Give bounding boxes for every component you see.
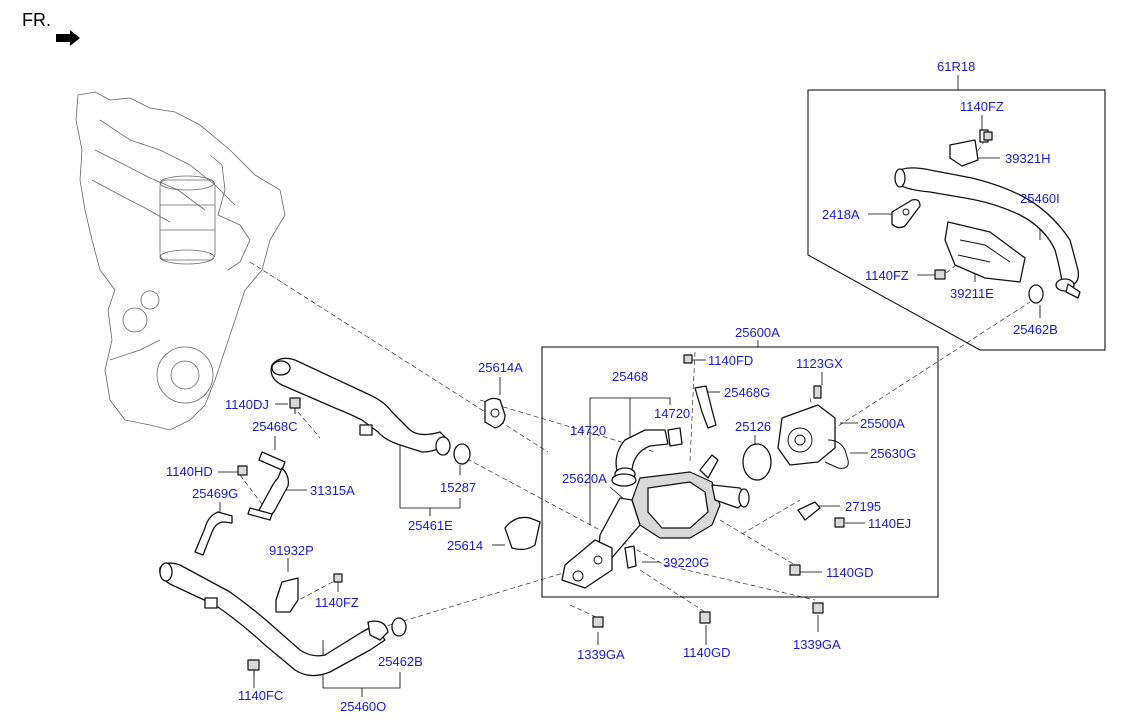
callout-1140dj: 1140DJ	[225, 397, 269, 412]
bolt-1140fz-low	[333, 573, 343, 583]
bolt-1140fc	[247, 659, 260, 676]
callout-25462b-top: 25462B	[1013, 322, 1058, 337]
oring-25462b-low	[391, 617, 407, 637]
engine-block-outline	[75, 91, 286, 431]
oring-15287	[453, 443, 471, 465]
callout-25468c: 25468C	[252, 419, 298, 434]
callout-25468: 25468	[612, 369, 648, 384]
callout-39211e: 39211E	[950, 286, 994, 301]
callout-25469g: 25469G	[192, 486, 238, 501]
callout-25461e: 25461E	[408, 518, 453, 533]
bolt-1140dj	[289, 397, 301, 414]
assembly-boxes	[541, 89, 1106, 598]
gasket-25614a	[484, 397, 506, 429]
callout-25460i: 25460I	[1020, 191, 1060, 206]
callout-1140fd: 1140FD	[708, 353, 753, 368]
pipe-25460o	[159, 562, 389, 677]
callout-1140ej: 1140EJ	[868, 516, 911, 531]
callout-1140hd: 1140HD	[166, 464, 213, 479]
clip-91932p	[275, 577, 299, 613]
callout-14720-left: 14720	[570, 423, 606, 438]
pipe-25461e	[270, 357, 451, 456]
part-callouts: 61R18 1140FZ 39321H 2418A 25460I 1140FZ …	[166, 59, 1060, 714]
callout-25460o: 25460O	[340, 699, 386, 714]
bolt-1140gd-right	[789, 564, 801, 576]
callout-15287: 15287	[440, 480, 476, 495]
callout-1140fz-mid: 1140FZ	[865, 268, 909, 283]
callout-25126: 25126	[735, 419, 771, 434]
hose-25468c	[258, 451, 286, 471]
sensor-25630g	[824, 439, 849, 469]
front-arrow-icon	[56, 30, 80, 46]
callout-1140gd-bottom: 1140GD	[683, 645, 730, 660]
pipe-25460i	[894, 167, 1081, 299]
bolt-1140hd	[237, 465, 248, 476]
callout-14720-right: 14720	[654, 406, 690, 421]
callout-25462b-low: 25462B	[378, 654, 423, 669]
callout-1140gd-right: 1140GD	[826, 565, 873, 580]
hose-25468g	[694, 385, 717, 429]
callout-25620a: 25620A	[562, 471, 607, 486]
bracket-39211e	[944, 221, 1026, 283]
bolt-1140gd-bottom	[699, 611, 711, 624]
oring-25462b-top	[1028, 284, 1044, 304]
housing-25600a	[504, 354, 849, 589]
callout-39321h: 39321H	[1005, 151, 1051, 166]
bolt-1140ej	[834, 517, 845, 528]
callout-25500a: 25500A	[860, 416, 905, 431]
callout-25614a: 25614A	[478, 360, 523, 375]
callout-1339ga-left: 1339GA	[577, 647, 625, 662]
front-direction-label: FR.	[22, 10, 51, 30]
clamp-14720-left	[611, 473, 637, 487]
callout-61r18: 61R18	[937, 59, 975, 74]
callout-2418a: 2418A	[822, 207, 860, 222]
assembly-box-25600a	[541, 346, 939, 598]
callout-91932p: 91932P	[269, 543, 314, 558]
bolt-1140fz-top	[983, 131, 993, 141]
callout-1123gx: 1123GX	[796, 356, 843, 371]
callout-1140fz-low: 1140FZ	[315, 595, 359, 610]
callout-1339ga-right: 1339GA	[793, 637, 841, 652]
hose-31315a	[247, 467, 290, 521]
bolt-1140fd	[683, 354, 693, 364]
gasket-25126	[742, 443, 772, 481]
nut-1339ga-right	[812, 602, 824, 614]
label-leaders	[218, 75, 1041, 697]
hose-25469g	[194, 511, 233, 556]
gasket-25614	[504, 516, 541, 551]
bolt-1140fz-mid	[934, 269, 946, 280]
nut-1339ga-left	[592, 616, 604, 628]
bracket-2418a	[891, 198, 921, 229]
callout-1140fc: 1140FC	[238, 688, 283, 703]
callout-25600a: 25600A	[735, 325, 780, 340]
callout-39220g: 39220G	[663, 555, 709, 570]
thermostat-25500a	[777, 404, 836, 466]
clamp-14720-right	[667, 427, 683, 447]
callout-25614: 25614	[447, 538, 483, 553]
sensor-39220g	[624, 545, 637, 569]
callout-25630g: 25630G	[870, 446, 916, 461]
callout-31315a: 31315A	[310, 483, 355, 498]
callout-25468g: 25468G	[724, 385, 770, 400]
sensor-27195	[797, 501, 821, 521]
assembly-box-61r18	[807, 89, 1106, 351]
callout-1140fz-top: 1140FZ	[960, 99, 1004, 114]
bolt-1123gx	[813, 385, 822, 399]
clip-39321h	[949, 129, 989, 167]
callout-27195: 27195	[845, 499, 881, 514]
